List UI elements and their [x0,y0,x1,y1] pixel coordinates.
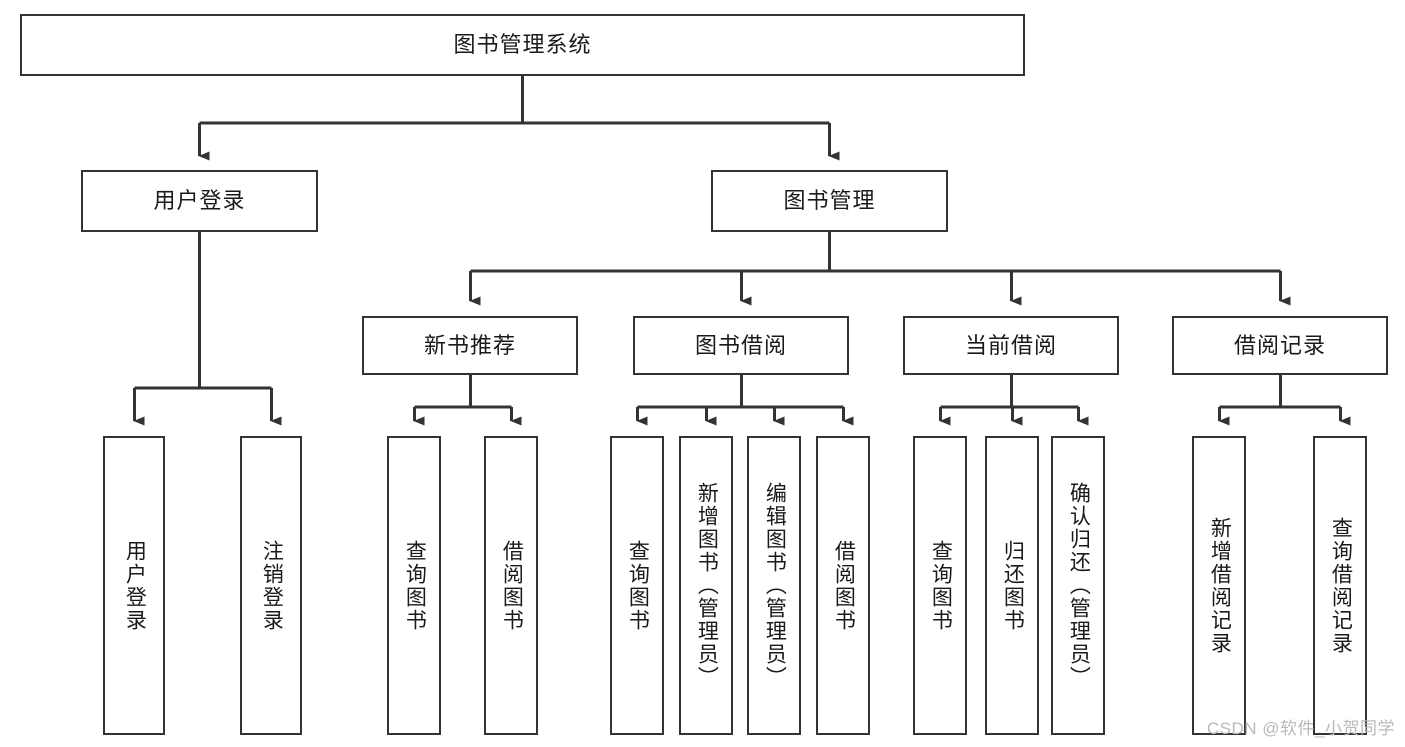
node-confirm-return-admin-label: 确认归还（管理员） [1067,482,1091,689]
node-user-login[interactable]: 用户登录 [81,170,318,232]
node-user-logout-leaf-label: 注销登录 [260,539,284,632]
node-query-borrow-record[interactable]: 查询借阅记录 [1313,436,1367,735]
node-query-book-bb-label: 查询图书 [626,539,650,632]
node-borrow-record-label: 借阅记录 [1233,332,1326,358]
node-add-borrow-record[interactable]: 新增借阅记录 [1192,436,1246,735]
node-book-borrow-label: 图书借阅 [694,332,787,358]
csdn-watermark: CSDN @软件_小贺同学 [1206,719,1395,738]
node-edit-book-admin-label: 编辑图书（管理员） [763,482,787,689]
node-root-label: 图书管理系统 [453,32,592,58]
node-query-book-cb[interactable]: 查询图书 [913,436,967,735]
node-current-borrow-label: 当前借阅 [964,332,1057,358]
node-add-borrow-record-label: 新增借阅记录 [1208,516,1232,655]
node-borrow-book-bb[interactable]: 借阅图书 [816,436,870,735]
node-user-login-label: 用户登录 [153,188,246,214]
node-root[interactable]: 图书管理系统 [20,14,1025,76]
node-borrow-book-nbr-label: 借阅图书 [500,539,524,632]
node-book-borrow[interactable]: 图书借阅 [633,316,849,375]
node-borrow-record[interactable]: 借阅记录 [1172,316,1388,375]
node-current-borrow[interactable]: 当前借阅 [903,316,1119,375]
node-query-book-bb[interactable]: 查询图书 [610,436,664,735]
node-book-management-label: 图书管理 [783,188,876,214]
node-add-book-admin-label: 新增图书（管理员） [695,482,719,689]
node-return-book-cb[interactable]: 归还图书 [985,436,1039,735]
node-add-book-admin[interactable]: 新增图书（管理员） [679,436,733,735]
node-borrow-book-bb-label: 借阅图书 [832,539,856,632]
node-query-book-cb-label: 查询图书 [929,539,953,632]
node-query-book-nbr[interactable]: 查询图书 [387,436,441,735]
node-query-book-nbr-label: 查询图书 [403,539,427,632]
node-new-book-recommend-label: 新书推荐 [423,332,516,358]
node-query-borrow-record-label: 查询借阅记录 [1329,516,1353,655]
node-user-logout-leaf[interactable]: 注销登录 [240,436,302,735]
node-confirm-return-admin[interactable]: 确认归还（管理员） [1051,436,1105,735]
node-borrow-book-nbr[interactable]: 借阅图书 [484,436,538,735]
node-return-book-cb-label: 归还图书 [1001,539,1025,632]
node-user-login-leaf[interactable]: 用户登录 [103,436,165,735]
node-book-management[interactable]: 图书管理 [711,170,948,232]
node-user-login-leaf-label: 用户登录 [123,539,147,632]
node-edit-book-admin[interactable]: 编辑图书（管理员） [747,436,801,735]
node-new-book-recommend[interactable]: 新书推荐 [362,316,578,375]
